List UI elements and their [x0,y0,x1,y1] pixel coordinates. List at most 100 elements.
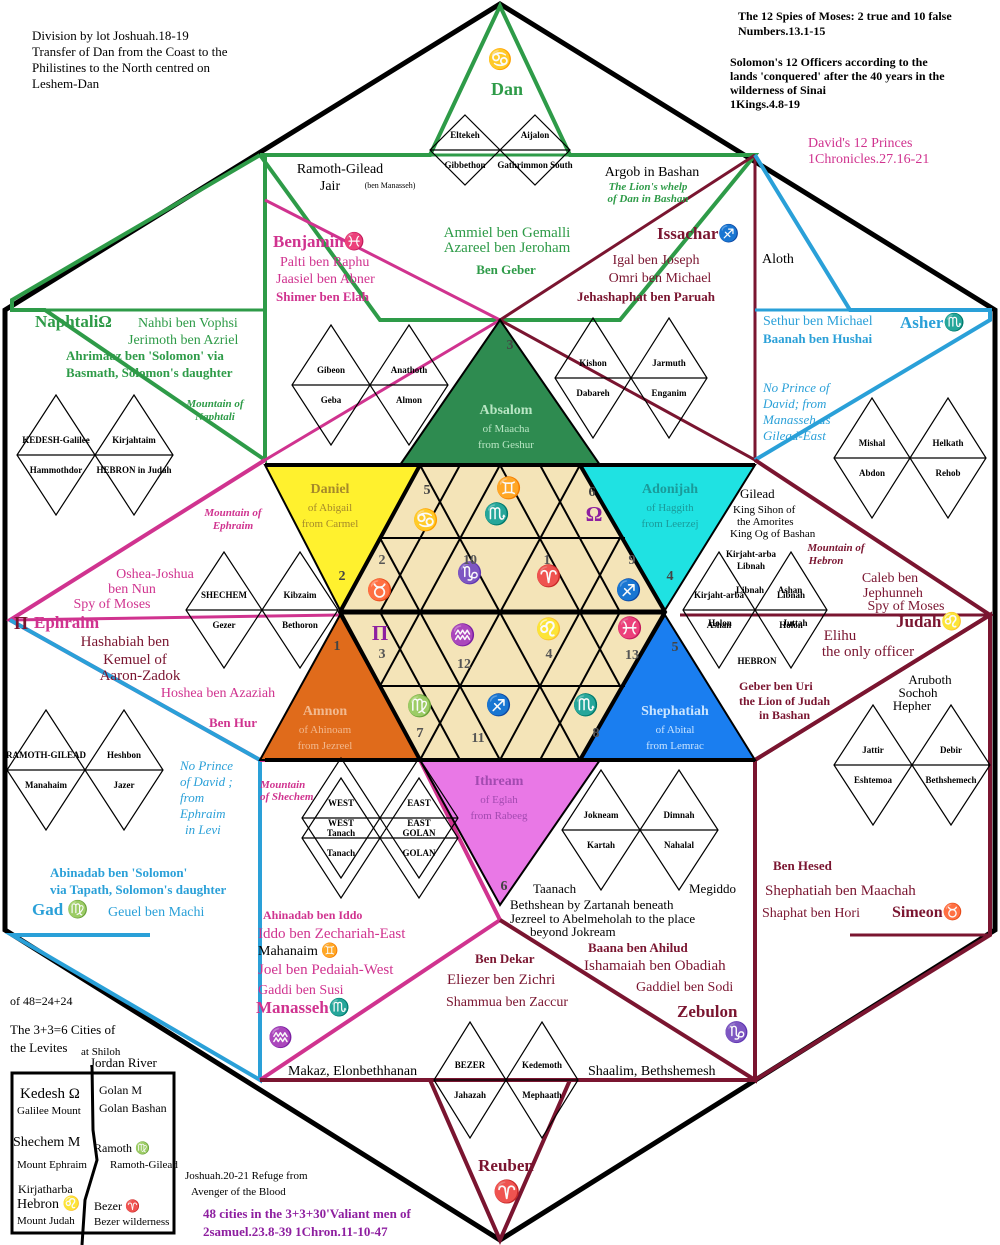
city-label: KEDESH-Galilee [22,435,90,445]
simeon-name: Simeon♉ [892,902,963,921]
manasseh-line: Mountain [259,779,305,791]
levite-city: Golan Bashan [99,1101,167,1115]
gilead-line: the Amorites [737,516,794,528]
star-outline [265,463,755,762]
issachar-line: Igal ben Joseph [612,253,699,268]
simeon-line: Shaphat ben Hori [762,906,860,921]
ephraim-line: Hoshea ben Azaziah [161,686,275,701]
manasseh-line: Gaddi ben Susi [258,983,344,998]
zebulon-line: Jezreel to Abelmeholah to the place [510,911,695,926]
asher-cities [833,396,987,520]
ephraim-line: Ephraim [212,520,254,532]
asher-line: No Prince of [762,380,832,395]
ephraim-line: Ben Hur [209,715,257,730]
city-label: SHECHEM [201,590,248,600]
naphtali-line: Jerimoth ben Azriel [128,333,239,348]
zebulon-line: Taanach [533,881,577,896]
manasseh-name: Manasseh♏ [256,997,350,1017]
sign-number: 4 [546,647,553,662]
ephraim-cities [185,550,339,670]
city-label: Almon [396,395,422,405]
ammiel: Ammiel ben Gemalli [444,225,571,241]
manasseh-line: of Shechem [260,791,314,803]
city-label: Ashan [778,585,803,595]
at-shiloh: at Shiloh [81,1046,121,1058]
simeon-line: Ben Hesed [773,858,833,873]
zodiac-sign: ♓ [617,615,643,640]
city-diamonds [6,114,991,1245]
levites-intro: of 48=24+24 [10,994,73,1008]
azareel: Azareel ben Jeroham [444,240,571,256]
levite-city: Mount Ephraim [17,1159,87,1171]
levites-intro: The 3+3=6 Cities of [10,1022,116,1037]
city-label: Kedemoth [522,1060,562,1070]
city-label: Jahazah [454,1090,486,1100]
city-label: Kibzaim [284,590,318,600]
city-label: HEBRON in Judah [96,465,171,475]
header-left: Transfer of Dan from the Coast to the [32,44,228,59]
city-label: Juttah [782,618,807,628]
ephraim-line: Aaron-Zadok [100,668,181,684]
refuge-text: Avenger of the Blood [191,1186,286,1198]
city-label: Eltekeh [450,130,480,140]
zebulon-line: Baana ben Ahilud [588,940,688,955]
city-label: Libnah [736,585,764,595]
city-label: Jokneam [583,810,619,820]
city-label: GOLAN [402,848,436,858]
levite-city: Kirjatharba [18,1182,73,1196]
triangle-number: 6 [589,485,596,500]
argob: Argob in Bashan [605,165,700,180]
triangle-number: 7 [417,726,424,741]
dan-name: Dan [491,79,523,99]
city-label: Eshtemoa [854,775,892,785]
manasseh-line: Joel ben Pedaiah-West [258,962,394,978]
daniel-line: from Carmel [302,518,359,530]
levite-city: Mount Judah [17,1215,75,1227]
judah-line: Spy of Moses [867,599,944,614]
naphtali-line: Naphtali [194,411,236,423]
city-label: Debir [940,745,962,755]
refuge-text: Joshuah.20-21 Refuge from [185,1170,308,1182]
city-label: Abdon [859,468,885,478]
header-left: Philistines to the North centred on [32,60,211,75]
asher-name: Asher♏ [900,312,965,332]
gad-line: from [180,790,204,805]
dan-cities [429,114,571,186]
adonijah-name: Adonijah [642,482,698,497]
zebulon-line: Gaddiel ben Sodi [636,980,733,995]
benjamin-line: Shimer ben Elah [276,289,370,304]
gad-line: Ephraim [179,806,226,821]
city-label: Ashan [707,620,732,630]
zodiac-sign: ♐ [616,577,642,602]
zebulon-line: Bethshean by Zartanah beneath [510,897,674,912]
city-label: Kirjaht-arba [726,549,776,559]
ephraim-line: Hashabiah ben [81,634,170,650]
city-label: Kirjaht-arba [694,590,744,600]
shephatiah-line: from Lemrac [646,740,704,752]
issachar-outline [497,153,757,463]
zodiac-sign: ♏ [484,501,510,526]
gad-line: Geuel ben Machi [108,905,205,920]
shephatiah-line: of Abital [656,724,695,736]
gad-line: of David ; [180,774,233,789]
city-label: GOLAN [402,828,436,838]
manasseh-line: Mahanaim ♊ [258,942,339,959]
city-label: Mephaath [522,1090,562,1100]
city-label: Holon [708,618,732,628]
triangle-number: 4 [667,569,674,584]
zebulon-name: Zebulon [677,1002,738,1021]
officers-title: lands 'conquered' after the 40 years in … [730,69,945,83]
jair: Jair [320,179,341,194]
triangle-number: 5 [672,640,679,655]
ephraim-line: ben Nun [108,582,156,597]
zebulon-symbol: ♑ [724,1020,749,1044]
sign-number: 3 [379,647,386,662]
simeon-outline [753,611,992,1082]
gilead-line: Gilead [740,486,775,501]
zodiac-sign: ♏ [573,692,599,717]
asher-line: Baanah ben Hushai [763,331,872,346]
city-label: Holon [779,620,803,630]
zebulon-line: beyond Jokream [530,924,616,939]
triangle-number: 2 [339,569,346,584]
sign-number: 8 [593,726,600,741]
